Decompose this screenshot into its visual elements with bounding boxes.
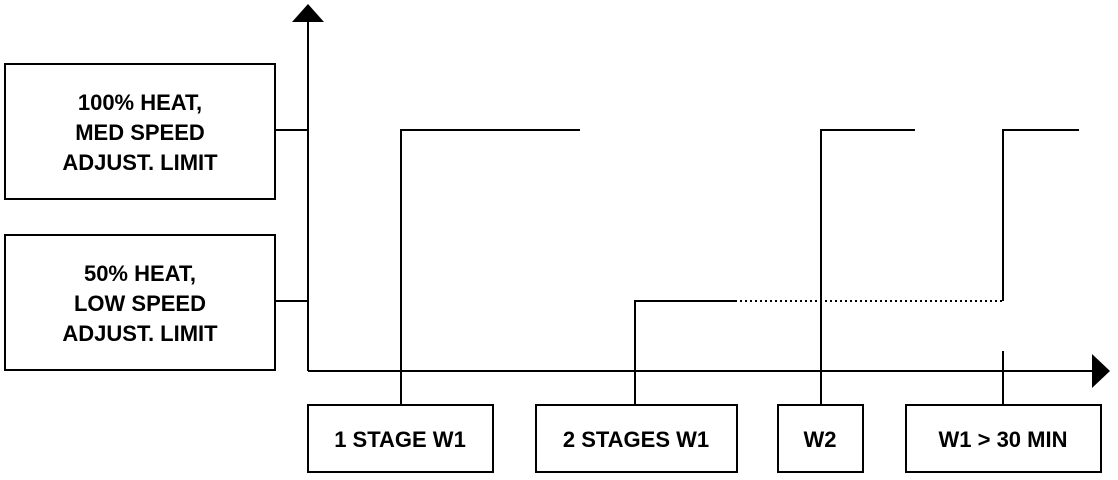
y-label-high-line-3: ADJUST. LIMIT (62, 150, 218, 175)
y-label-high-line-1: 100% HEAT, (78, 90, 202, 115)
x-label-1-text: 1 STAGE W1 (334, 427, 466, 452)
x-label-2-stages-w1: 2 STAGES W1 (535, 404, 738, 473)
y-label-low-line-3: ADJUST. LIMIT (62, 321, 218, 346)
y-label-low: 50% HEAT, LOW SPEED ADJUST. LIMIT (4, 234, 276, 371)
signal-w1-30min-upper (1002, 129, 1079, 301)
y-label-low-line-1: 50% HEAT, (84, 261, 196, 286)
y-axis-arrow (292, 4, 324, 22)
x-axis-arrow (1092, 354, 1110, 388)
y-label-high-line-2: MED SPEED (75, 120, 205, 145)
x-label-1-stage-w1: 1 STAGE W1 (307, 404, 494, 473)
x-label-3-text: W2 (804, 427, 837, 452)
signal-1-stage-w1 (400, 129, 580, 405)
y-label-high: 100% HEAT, MED SPEED ADJUST. LIMIT (4, 63, 276, 200)
y-label-low-line-2: LOW SPEED (74, 291, 206, 316)
x-label-4-text: W1 > 30 MIN (939, 427, 1068, 452)
signal-w2 (820, 129, 915, 405)
signal-2-stages-w1 (634, 300, 735, 405)
x-label-2-text: 2 STAGES W1 (563, 427, 709, 452)
x-label-w1-30-min: W1 > 30 MIN (905, 404, 1102, 473)
x-label-w2: W2 (777, 404, 864, 473)
